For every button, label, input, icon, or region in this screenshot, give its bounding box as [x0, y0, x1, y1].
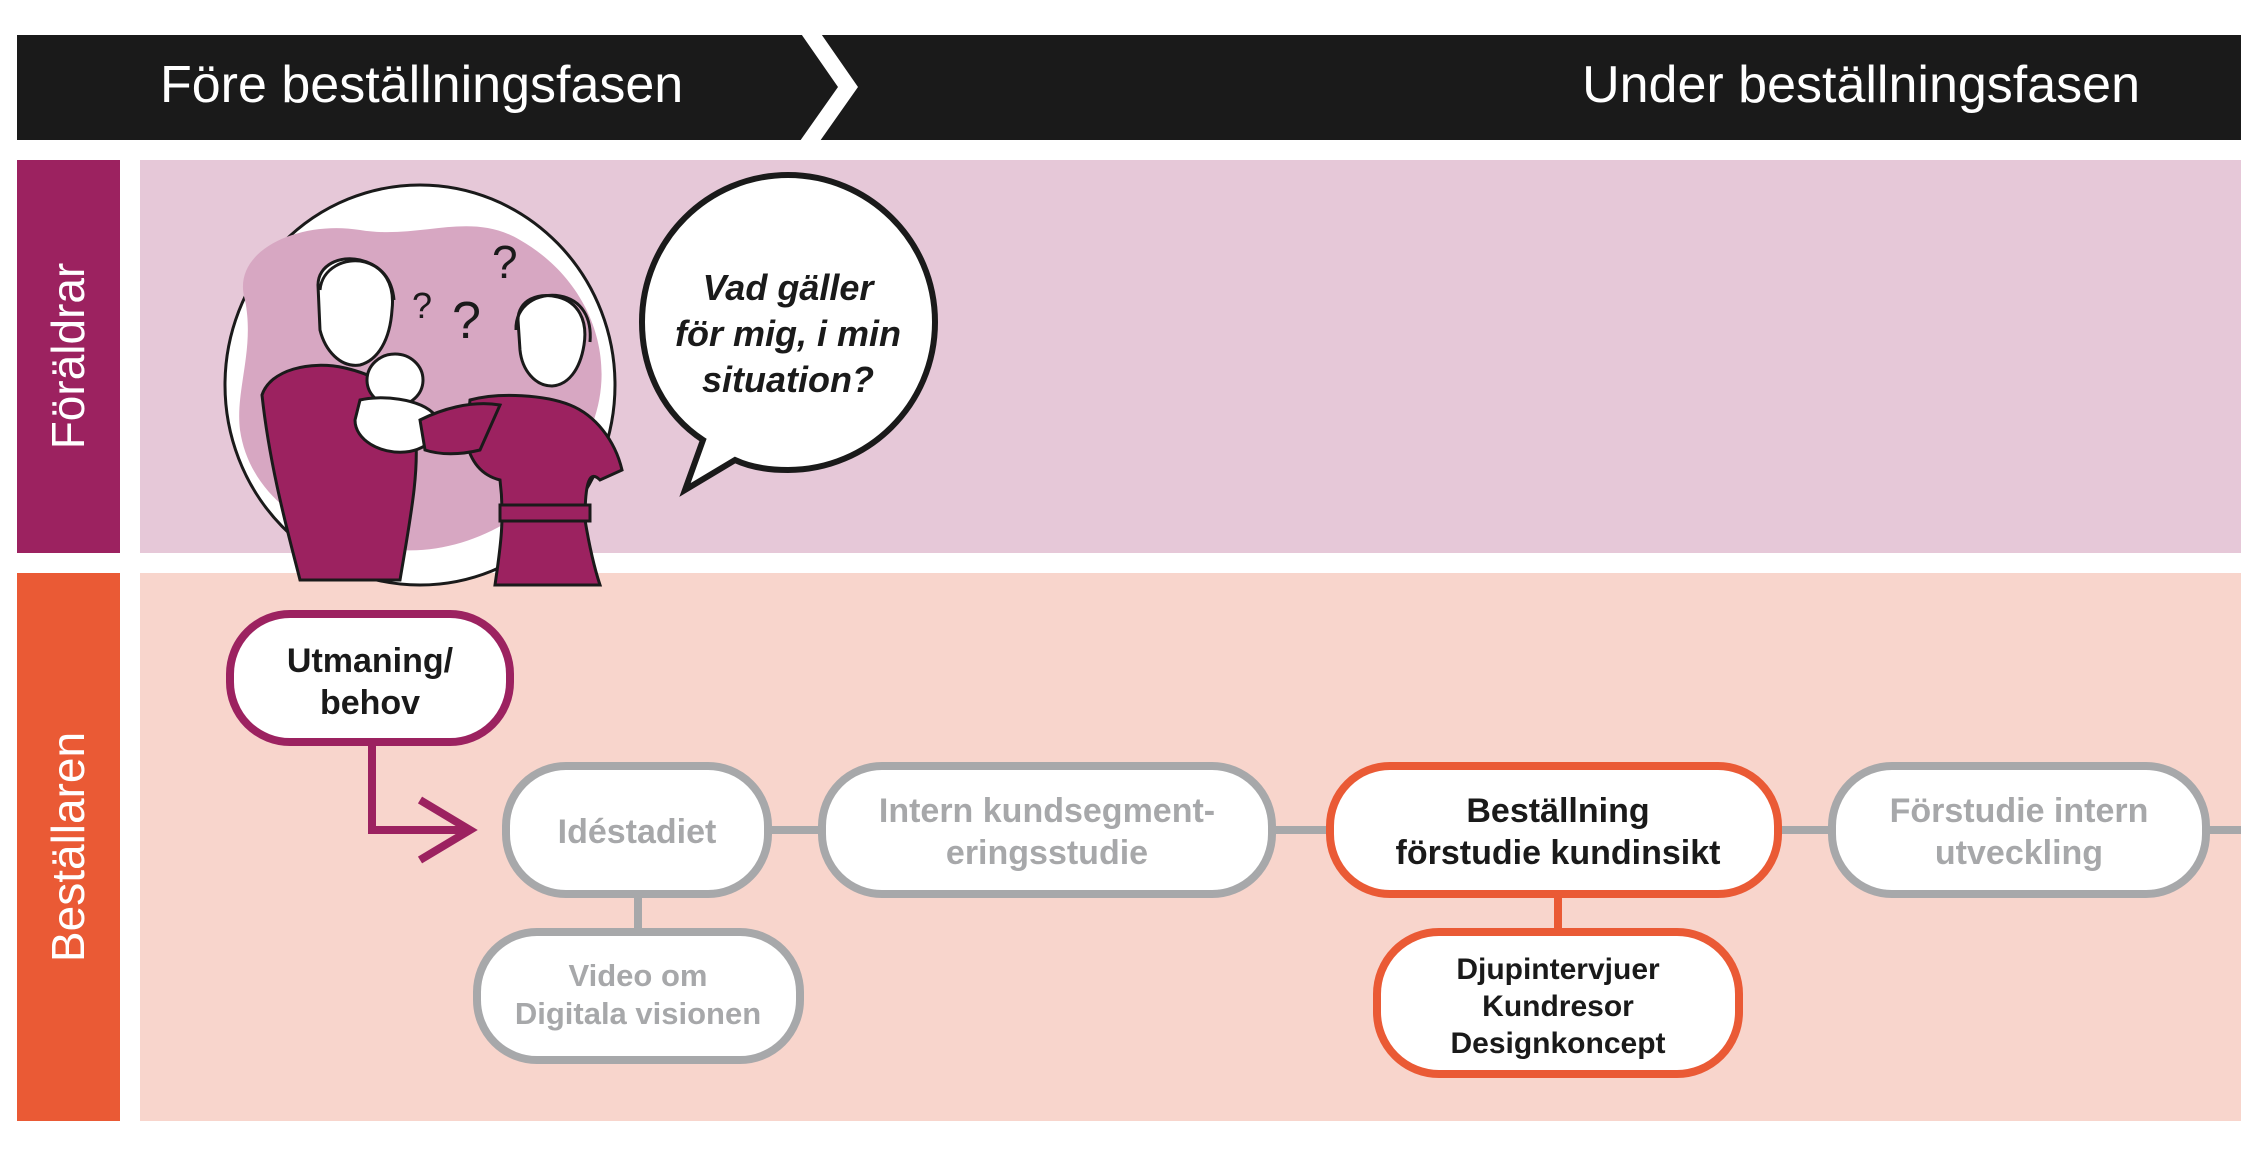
node-video-line-1: Video om — [569, 958, 708, 993]
node-prestudy-line-2: utveckling — [1935, 834, 2103, 872]
parents-with-baby-icon: ? ? ? — [223, 183, 624, 587]
node-video[interactable]: Video om Digitala visionen — [473, 928, 804, 1064]
phase-before-label: Före beställningsfasen — [160, 56, 683, 114]
mother-belt-icon — [498, 503, 592, 523]
arrow-head-icon — [417, 796, 478, 864]
node-idea-line-1: Idéstadiet — [558, 813, 717, 851]
node-methods-box — [1373, 928, 1743, 1078]
node-idea-box — [502, 762, 772, 898]
node-methods-line-3: Designkoncept — [1450, 1027, 1665, 1060]
node-video-line-2: Digitala visionen — [515, 996, 761, 1031]
mother-head-icon — [516, 294, 587, 388]
father-hair-icon — [318, 259, 396, 301]
connectors — [368, 742, 2241, 932]
node-prestudy[interactable]: Förstudie intern utveckling — [1828, 762, 2210, 898]
node-challenge[interactable]: Utmaning/ behov — [226, 610, 514, 746]
node-challenge-line-1: Utmaning/ — [287, 642, 454, 680]
lane-orderer-label: Beställaren — [42, 732, 94, 962]
speech-bubble-shape — [638, 171, 939, 497]
speech-bubble-line-3: situation? — [702, 359, 874, 400]
phase-chevron-divider — [788, 15, 858, 158]
speech-bubble: Vad gäller för mig, i min situation? — [638, 171, 939, 497]
node-prestudy-line-1: Förstudie intern — [1890, 792, 2149, 830]
node-methods[interactable]: Djupintervjuer Kundresor Designkoncept — [1373, 928, 1743, 1078]
father-head-icon — [316, 257, 395, 367]
mother-hair-icon — [514, 293, 592, 343]
node-challenge-line-2: behov — [320, 684, 420, 722]
lane-parents-label-bg — [17, 160, 120, 553]
question-mark-icon: ? — [412, 285, 432, 326]
speech-bubble-line-1: Vad gäller — [703, 267, 876, 308]
node-order-line-2: förstudie kundinsikt — [1396, 834, 1721, 872]
speech-bubble-line-2: för mig, i min — [675, 313, 901, 354]
lane-orderer-label-bg — [17, 573, 120, 1121]
node-idea[interactable]: Idéstadiet — [502, 762, 772, 898]
header-bar — [17, 35, 2241, 140]
node-methods-line-1: Djupintervjuer — [1456, 953, 1660, 986]
challenge-to-idea-arrow — [368, 742, 470, 834]
node-segmentation[interactable]: Intern kundsegment- eringsstudie — [818, 762, 1276, 898]
node-challenge-box — [226, 610, 514, 746]
node-order-box — [1326, 762, 1782, 898]
question-mark-icon: ? — [492, 236, 518, 288]
phase-during-label: Under beställningsfasen — [1582, 56, 2140, 114]
node-segmentation-box — [818, 762, 1276, 898]
node-order[interactable]: Beställning förstudie kundinsikt — [1326, 762, 1782, 898]
phase-header: Före beställningsfasen Under beställning… — [17, 15, 2241, 158]
node-order-line-1: Beställning — [1466, 792, 1649, 830]
arm-icon — [418, 402, 503, 456]
node-prestudy-box — [1828, 762, 2210, 898]
lane-parents-label: Föräldrar — [42, 263, 94, 450]
question-mark-icon: ? — [452, 292, 481, 350]
node-methods-line-2: Kundresor — [1482, 990, 1634, 1023]
node-video-box — [473, 928, 804, 1064]
node-segmentation-line-2: eringsstudie — [946, 834, 1148, 872]
node-segmentation-line-1: Intern kundsegment- — [879, 792, 1215, 830]
